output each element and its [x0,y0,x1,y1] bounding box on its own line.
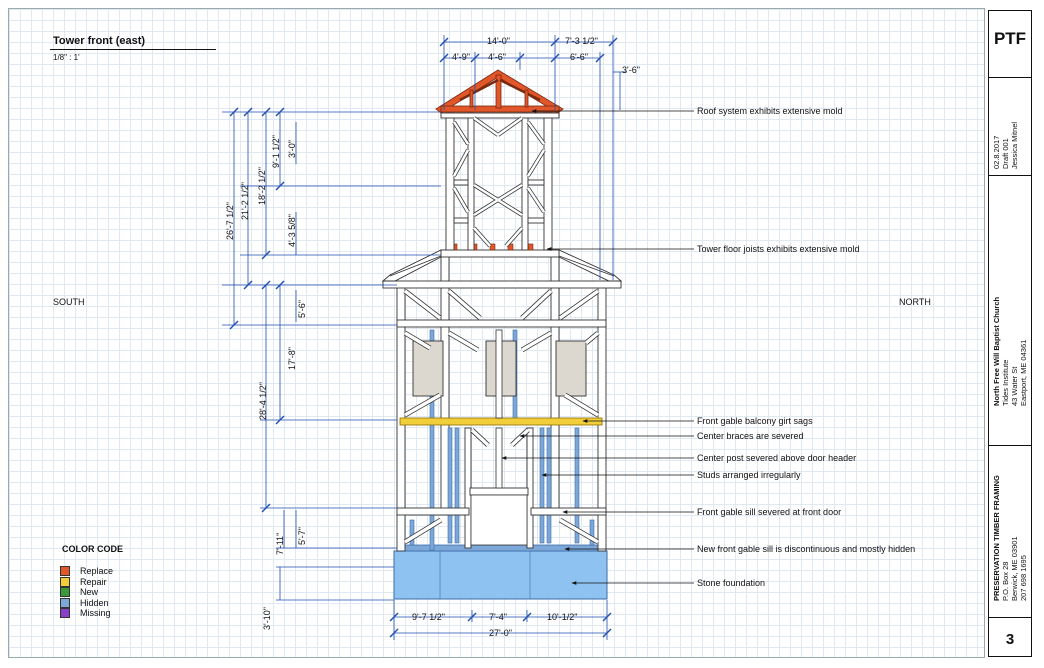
hidden-studs [409,329,595,551]
dim-v-17: 17'-8" [287,347,297,370]
legend-swatch [60,608,70,618]
leader-lines [501,109,694,585]
client-name: Tides Institute [1001,359,1010,406]
dim-v-9: 9'-1 1/2" [271,135,281,168]
note-studs: Studs arranged irregularly [697,470,801,480]
stone-foundation [393,550,608,600]
dim-v-5-7: 5'-7" [297,527,307,545]
legend-label: Hidden [80,598,109,608]
south-label: SOUTH [53,297,85,307]
note-floor-joists-mold: Tower floor joists exhibits extensive mo… [697,244,860,254]
project-name: North Free Will Baptist Church [992,296,1001,406]
legend-swatch [60,577,70,587]
title-block-logo-cell [989,11,1031,78]
dim-top-overall: 14'-0" [487,36,510,46]
legend-label: Missing [80,608,111,618]
project-city: Eastport, ME 04361 [1019,339,1028,406]
note-gable-sill: Front gable sill severed at front door [697,507,842,517]
legend-item-missing: Missing [60,608,111,618]
legend-swatch [60,566,70,576]
firm-name: PRESERVATION TIMBER FRAMING [992,475,1001,601]
dim-v-21: 21'-2 1/2" [240,182,250,220]
dim-v-5-6: 5'-6" [297,300,307,318]
drawing-title: Tower front (east) [53,35,146,47]
legend-swatch [60,587,70,597]
front-door-opening [470,494,528,546]
legend-item-repair: Repair [60,577,107,587]
note-new-sill: New front gable sill is discontinuous an… [697,544,916,554]
title-underline [50,49,216,50]
upper-tower-frame [440,112,560,251]
dim-v-18: 18'-2 1/2" [257,167,267,205]
legend-label: Repair [80,577,107,587]
sheet-number: 3 [1005,631,1015,648]
draft-line: Draft 001 [1001,138,1010,169]
title-block-firm-cell [989,445,1031,618]
window-right [555,340,587,397]
legend-label: New [80,587,99,597]
dim-bottom-overall: 27'-0" [489,628,512,638]
title-block: PTF 02.8.2017 Draft 001 Jessica Mitnel N… [988,10,1032,657]
legend-label: Replace [80,566,114,576]
drawing-scale: 1/8" : 1' [53,53,80,62]
legend-item-replace: Replace [60,566,113,576]
note-center-braces: Center braces are severed [697,431,804,441]
note-balcony-girt: Front gable balcony girt sags [697,416,813,426]
dim-top-right: 7'-3 1/2" [565,36,598,46]
dim-bottom-mid: 7'-4" [489,612,507,622]
dim-v-3: 3'-0" [287,140,297,158]
date-line: 02.8.2017 [992,135,1001,169]
dim-bottom-right: 10'-1/2" [547,612,578,622]
title-block-project-cell [989,175,1031,446]
dim-top-left-sub: 4'-9" [452,52,470,62]
legend-item-hidden: Hidden [60,598,109,608]
title-block-date-cell [989,77,1031,176]
note-stone-foundation: Stone foundation [697,578,766,588]
north-label: NORTH [899,297,931,307]
dim-top-right-sub: 6'-6" [570,52,588,62]
roof-system [435,69,564,114]
legend-item-new: New [60,587,98,597]
legend-swatch [60,598,70,608]
dim-v-7-11: 7'-11" [275,532,285,555]
balcony-girt [399,417,603,426]
author-line: Jessica Mitnel [1010,121,1019,169]
dim-top-mid-sub: 4'-6" [488,52,506,62]
project-street: 43 Water St [1010,366,1019,406]
dim-v-26: 26'-7 1/2" [225,202,235,240]
firm-logo: PTF [993,29,1027,48]
dim-v-4: 4'-3 5/8" [287,214,297,247]
firm-city: Berwick, ME 03901 [1010,536,1019,601]
dim-v-3-10: 3'-10" [262,607,272,630]
legend-title: COLOR CODE [62,544,124,554]
dim-top-far-right: 3'-6" [622,65,640,75]
window-left [412,340,444,397]
dim-bottom-left: 9'-7 1/2" [412,612,445,622]
dim-v-28: 28'-4 1/2" [258,382,268,420]
note-roof-mold: Roof system exhibits extensive mold [697,106,843,116]
firm-phone: 207 698 1695 [1019,555,1028,601]
firm-po-box: P.O. Box 28 [1001,561,1010,601]
note-center-post: Center post severed above door header [697,453,857,463]
tower-floor-joists [451,243,550,251]
